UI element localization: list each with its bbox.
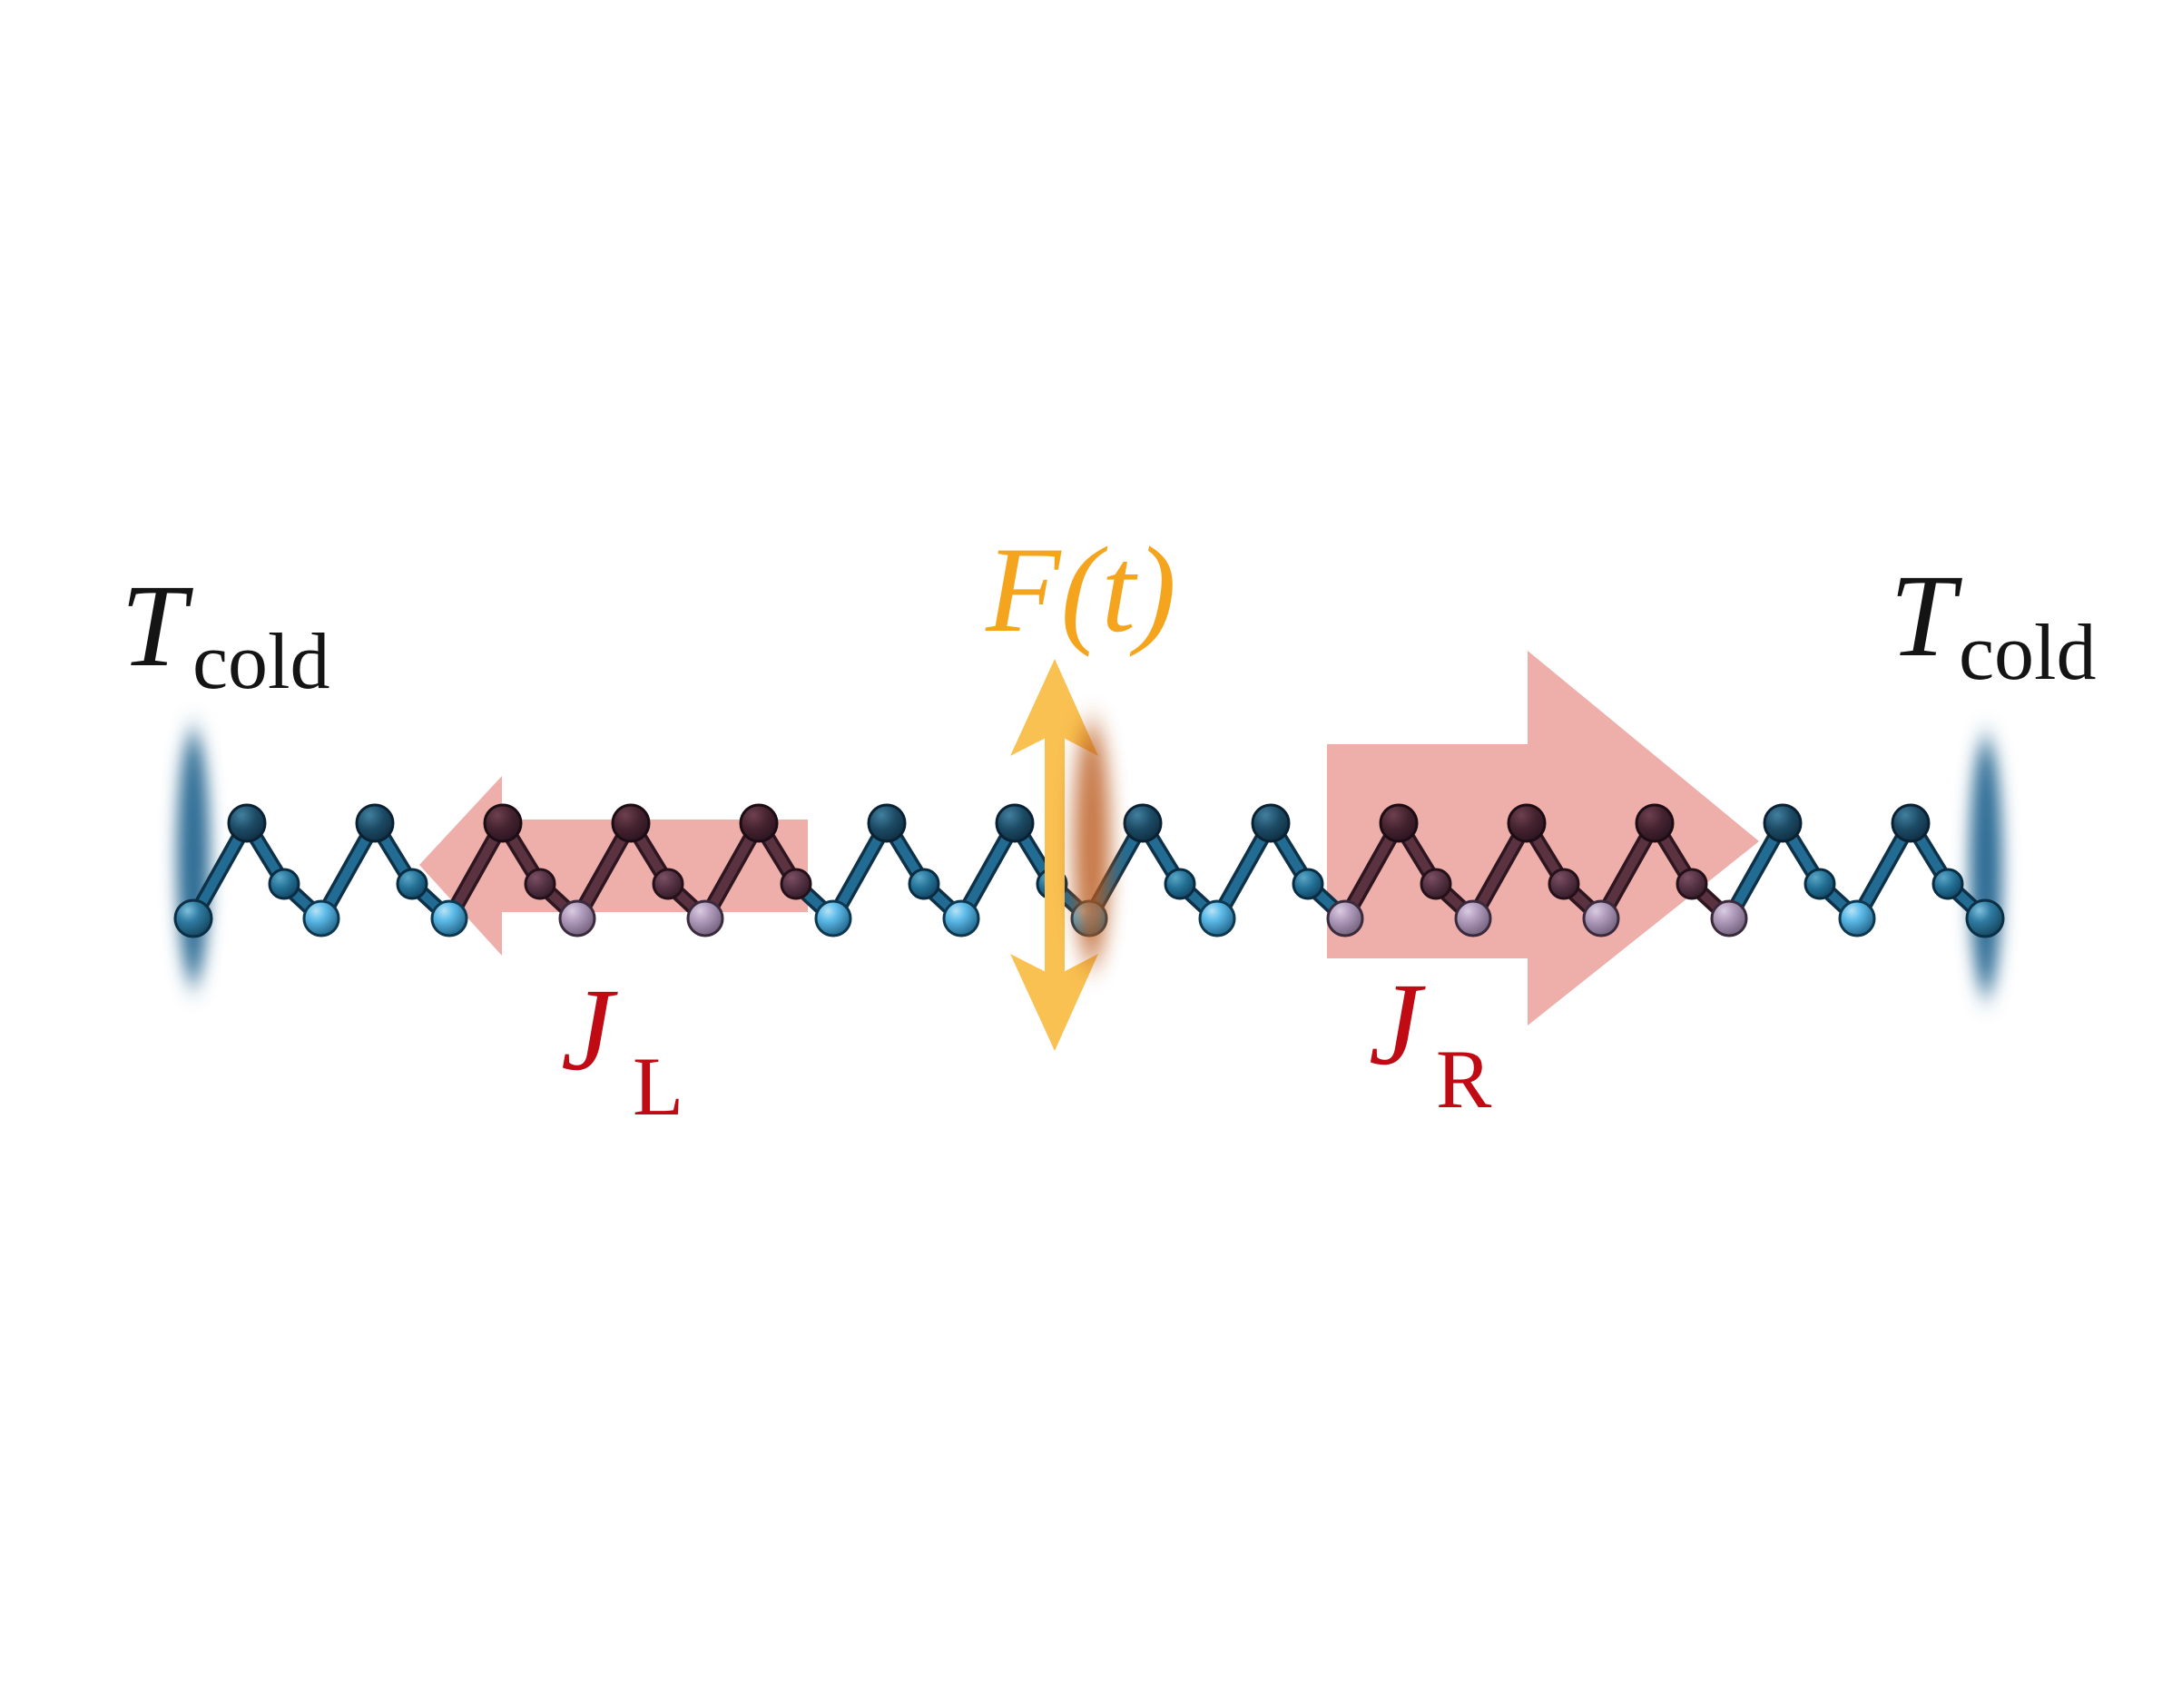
atom-mid [524,868,556,900]
atom-mid [1548,868,1580,900]
atom-bath-end [173,898,213,938]
atom-top [355,803,395,843]
cold-bath-left-ellipse [177,731,210,985]
atom-bottom [1198,899,1236,937]
atom-bottom [302,899,340,937]
atom-mid [1292,868,1324,900]
atom-bath-end [1965,898,2005,938]
atom-mid [1804,868,1836,900]
bath-right-label: T [1890,551,1962,682]
atom-top [1891,803,1931,843]
atom-bottom [558,899,596,937]
atom-bottom [1838,899,1876,937]
current-left-label: J [561,965,618,1095]
bath-left-label-subscript: cold [192,618,330,706]
force-label: F(t) [985,523,1176,658]
hot-spot-ellipse [1074,721,1110,967]
atom-top [1251,803,1291,843]
atom-bottom [430,899,468,937]
atom-bottom [1710,899,1748,937]
atom-mid [652,868,684,900]
atom-mid [780,868,812,900]
atomic-chain [173,803,2005,938]
current-right-label-subscript: R [1436,1033,1492,1125]
atom-top [1123,803,1163,843]
atom-mid [908,868,940,900]
atom-top [1379,803,1419,843]
atom-mid [268,868,300,900]
atom-top [1507,803,1547,843]
atom-top [483,803,523,843]
atom-mid [1676,868,1708,900]
atom-bottom [814,899,852,937]
atom-top [1763,803,1803,843]
force-arrow-head-up [1010,659,1098,756]
atom-mid [1931,868,1964,900]
force-double-arrow [1010,659,1098,1051]
atom-top [1635,803,1675,843]
atom-bottom [942,899,980,937]
atom-top [611,803,651,843]
atom-bottom [1326,899,1364,937]
atom-mid [1164,868,1196,900]
cold-bath-right-ellipse [1970,738,2002,996]
atom-bottom [686,899,724,937]
atom-bottom [1454,899,1492,937]
bath-left-label: T [121,561,193,692]
force-arrow-shaft [1045,731,1065,980]
atom-bottom [1582,899,1620,937]
bath-right-label-subscript: cold [1959,609,2097,697]
current-right-label: J [1369,959,1426,1090]
atom-mid [396,868,428,900]
atom-top [227,803,267,843]
current-left-label-subscript: L [633,1040,683,1133]
atom-mid [1420,868,1452,900]
force-arrow-head-down [1010,954,1098,1051]
atom-top [867,803,907,843]
atom-top [995,803,1035,843]
atom-top [739,803,779,843]
